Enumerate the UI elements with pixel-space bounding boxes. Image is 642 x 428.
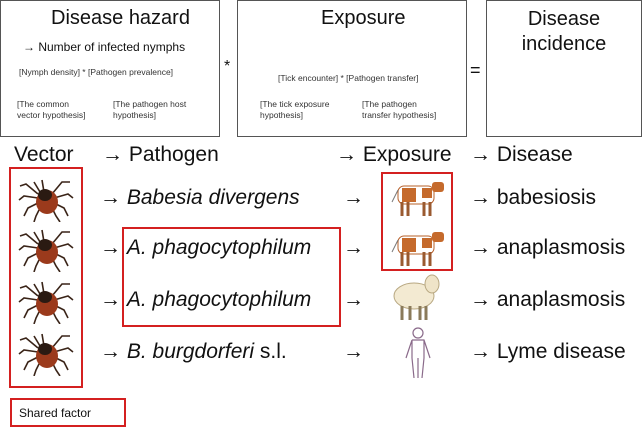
arrow-icon: →	[343, 236, 364, 259]
exposure-box: Exposure [Tick encounter] * [Pathogen tr…	[237, 0, 467, 137]
arrow-icon: →	[343, 288, 364, 311]
hazard-subtitle: → Number of infected nymphs	[23, 40, 186, 54]
pathogen-label: → B. burgdorferi s.l.	[100, 340, 287, 363]
disease-label: → anaplasmosis	[470, 236, 626, 259]
header-disease: → Disease	[470, 143, 573, 166]
equals-sign: =	[470, 60, 481, 80]
hazard-title: Disease hazard	[51, 7, 190, 29]
pathogen-label: → A. phagocytophilum	[100, 236, 312, 259]
arrow-icon: →	[343, 340, 364, 363]
shared-pathogen-box	[122, 227, 341, 327]
disease-label: → babesiosis	[470, 186, 597, 209]
header-vector: Vector	[14, 143, 74, 166]
disease-label: → anaplasmosis	[470, 288, 626, 311]
pathogen-label: → A. phagocytophilum	[100, 288, 312, 311]
arrow-icon: →	[343, 186, 364, 209]
exposure-title: Exposure	[321, 7, 406, 29]
disease-label: → Lyme disease	[470, 340, 626, 363]
multiply-sign: *	[224, 58, 231, 75]
hazard-formula: [Nymph density] * [Pathogen prevalence]	[19, 67, 174, 77]
shared-host-box	[381, 172, 453, 271]
exposure-formula: [Tick encounter] * [Pathogen transfer]	[278, 73, 419, 83]
disease-hazard-box: Disease hazard → Number of infected nymp…	[0, 0, 220, 137]
header-exposure: → Exposure	[336, 143, 452, 166]
shared-factor-legend: Shared factor	[10, 398, 126, 427]
pathogen-label: → Babesia divergens	[100, 186, 300, 209]
header-pathogen: → Pathogen	[102, 143, 219, 166]
shared-vector-box	[9, 167, 83, 388]
